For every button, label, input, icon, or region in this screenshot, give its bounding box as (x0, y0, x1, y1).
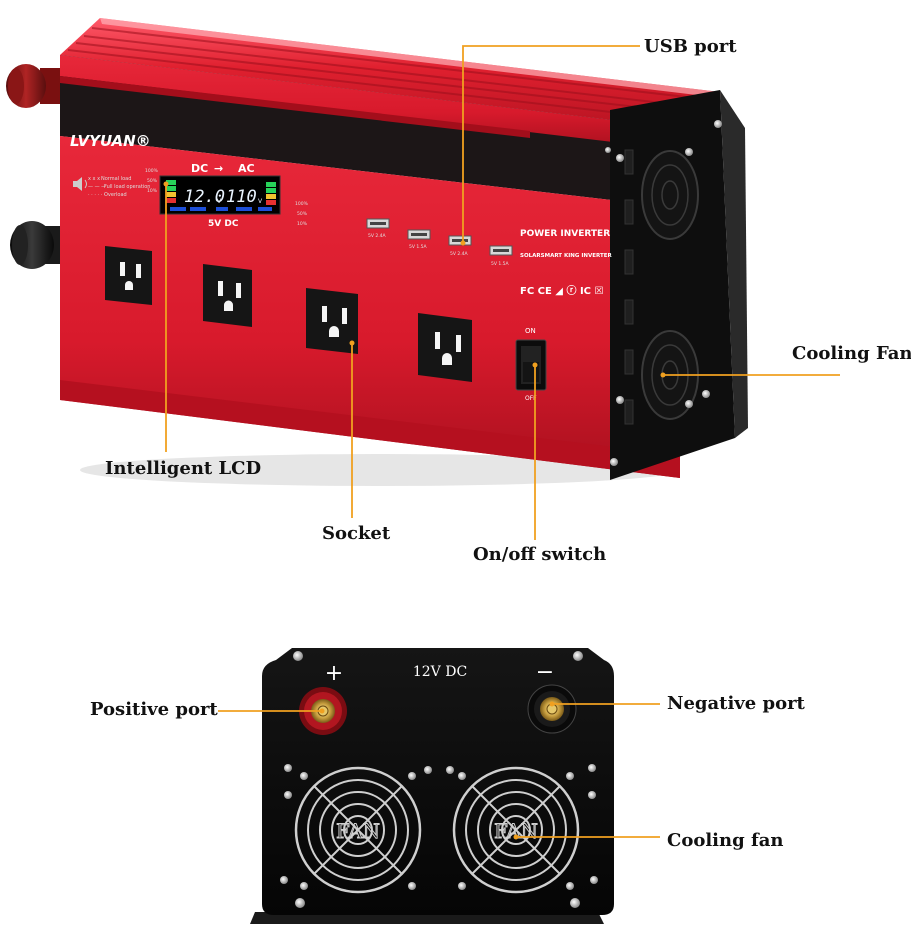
svg-text:5V DC: 5V DC (208, 219, 239, 229)
callout-lines (165, 45, 840, 838)
svg-text:DC: DC (191, 162, 208, 175)
speaker-icon (73, 177, 87, 191)
negative-symbol: − (536, 660, 554, 685)
svg-text:5V 1.5A: 5V 1.5A (491, 261, 510, 267)
usb-icon (407, 229, 431, 240)
ac-outlet-icon (105, 246, 152, 305)
svg-text:· · · · · ·: · · · · · · (88, 192, 106, 198)
panel-subtitle: SOLARSMART KING INVERTER (520, 253, 612, 259)
svg-text:50%: 50% (147, 178, 158, 184)
brand-logo: LVYUAN® (70, 132, 151, 150)
fan-grille-icon: FAN (452, 766, 580, 894)
terminal-icon (527, 684, 577, 734)
callout-negative-port: Negative port (667, 693, 805, 714)
inverter-top-view: LVYUAN® x x x Normal load — — — Full loa… (6, 18, 748, 486)
ac-outlet-icon (418, 313, 472, 382)
callout-cooling-fan-bottom: Cooling fan (667, 830, 784, 851)
svg-text:FAN: FAN (336, 819, 380, 843)
load-legend: x x x Normal load — — — Full load operat… (88, 176, 150, 198)
callout-dots (163, 181, 666, 840)
top-ribs (67, 27, 713, 122)
ac-outlet-icon (203, 264, 252, 327)
ac-outlet-icon (306, 288, 358, 354)
lcd-display: DC → AC 12.0 V 110 V 5V DC 100% (145, 162, 309, 229)
top-terminals (6, 64, 68, 269)
svg-text:5V 2.4A: 5V 2.4A (450, 251, 469, 257)
callout-intelligent-lcd: Intelligent LCD (105, 458, 262, 479)
svg-text:AC: AC (238, 162, 255, 175)
svg-text:110: 110 (226, 187, 257, 207)
svg-text:10%: 10% (297, 221, 308, 227)
usb-ports: 5V 2.4A 5V 1.5A 5V 2.4A 5V 1.5A (366, 218, 513, 267)
svg-text:V: V (258, 198, 263, 205)
usb-icon (489, 245, 513, 256)
callout-positive-port: Positive port (90, 699, 218, 720)
svg-text:5V 2.4A: 5V 2.4A (368, 233, 387, 239)
svg-text:5V 1.5A: 5V 1.5A (409, 244, 428, 250)
svg-text:x x x: x x x (88, 176, 100, 182)
svg-text:→: → (214, 162, 223, 175)
svg-text:ON: ON (525, 327, 536, 335)
usb-icon (366, 218, 390, 229)
panel-title: POWER INVERTER (520, 229, 610, 239)
top-face (60, 18, 720, 128)
callout-usb-port: USB port (644, 36, 737, 57)
side-fan-upper (641, 150, 699, 240)
svg-text:Full load operation: Full load operation (104, 184, 150, 190)
certifications: FC CE ◢ ⓡ IC ☒ (520, 284, 603, 297)
fan-grille-icon: FAN (294, 766, 422, 894)
positive-symbol: + (325, 661, 343, 686)
rocker-switch-icon: ON OFF (515, 327, 547, 402)
ac-outlets (105, 246, 472, 382)
svg-text:OFF: OFF (525, 395, 537, 402)
svg-text:Normal load: Normal load (101, 176, 131, 182)
svg-text:12.0: 12.0 (184, 187, 225, 207)
svg-text:50%: 50% (297, 211, 308, 217)
callout-cooling-fan-top: Cooling Fan (792, 343, 911, 364)
end-plate (262, 648, 614, 915)
usb-icon (448, 235, 472, 246)
voltage-label: 12V DC (413, 664, 467, 680)
svg-text:— — —: — — — (88, 184, 106, 190)
svg-text:100%: 100% (145, 168, 159, 174)
callout-onoff-switch: On/off switch (473, 544, 607, 565)
svg-text:100%: 100% (295, 201, 309, 207)
inverter-end-view: + 12V DC − FAN (250, 648, 614, 924)
svg-text:10%: 10% (147, 188, 158, 194)
side-end-panel (610, 90, 735, 480)
front-face (60, 136, 680, 478)
svg-text:Overload: Overload (104, 192, 127, 198)
callout-socket: Socket (322, 523, 391, 544)
svg-text:V: V (217, 198, 222, 205)
